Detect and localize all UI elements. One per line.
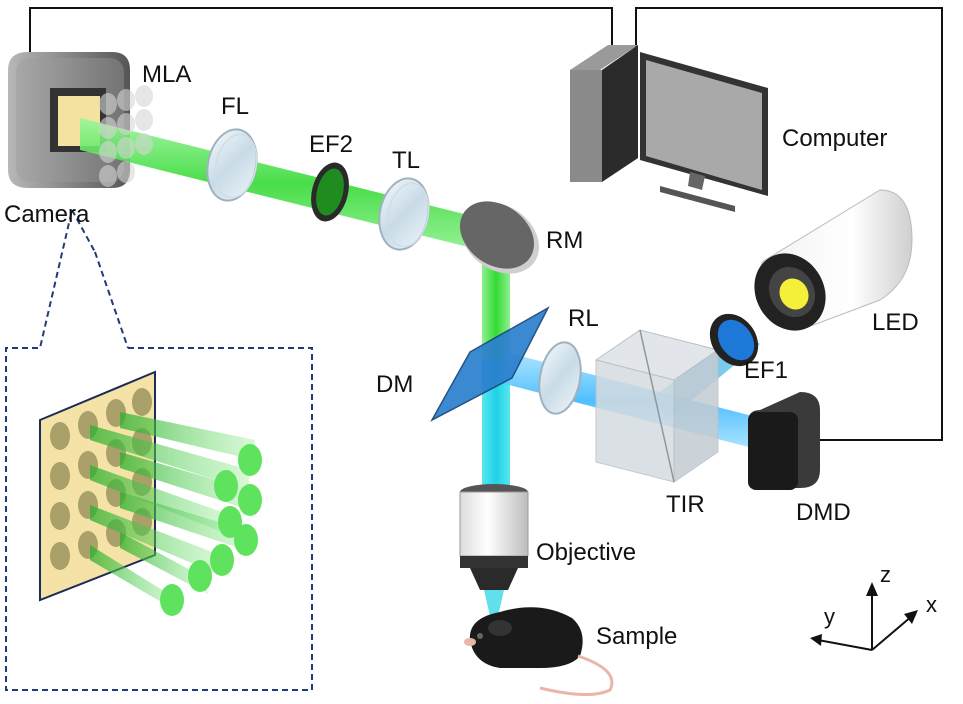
ef1-filter [709, 313, 759, 367]
label-rm: RM [546, 227, 583, 254]
tir-prism [594, 329, 720, 483]
label-mla: MLA [142, 61, 191, 88]
label-camera: Camera [4, 201, 90, 228]
fl-lens [206, 128, 258, 202]
mla-microlens-array [99, 85, 153, 187]
label-fl: FL [221, 93, 249, 120]
label-tl: TL [392, 147, 420, 174]
camera-computer-cable [29, 7, 613, 60]
rl-lens [538, 341, 582, 415]
computer-icon [570, 45, 768, 212]
label-sample: Sample [596, 623, 677, 650]
microlens-spots [160, 444, 262, 616]
label-tir: TIR [666, 491, 705, 518]
label-dmd: DMD [796, 499, 851, 526]
dm-dichroic-mirror [430, 306, 550, 422]
ef2-filter [311, 162, 349, 222]
microlens-inset [5, 209, 313, 691]
label-computer: Computer [782, 125, 887, 152]
mouse-sample [464, 607, 614, 697]
label-dm: DM [376, 371, 413, 398]
label-ef2: EF2 [309, 131, 353, 158]
focus-beam [484, 590, 504, 625]
axes-indicator: z x y [810, 562, 937, 651]
axis-y-label: y [824, 604, 835, 629]
rm-mirror [459, 201, 539, 274]
axis-x-label: x [926, 592, 937, 617]
axis-z-label: z [880, 562, 891, 587]
label-led: LED [872, 309, 919, 336]
tl-lens [378, 177, 430, 251]
led-source [754, 189, 913, 331]
dmd-device [748, 392, 820, 490]
label-objective: Objective [536, 539, 636, 566]
computer-dmd-cable [635, 7, 943, 441]
label-rl: RL [568, 305, 599, 332]
objective-lens [459, 484, 529, 625]
label-ef1: EF1 [744, 357, 788, 384]
